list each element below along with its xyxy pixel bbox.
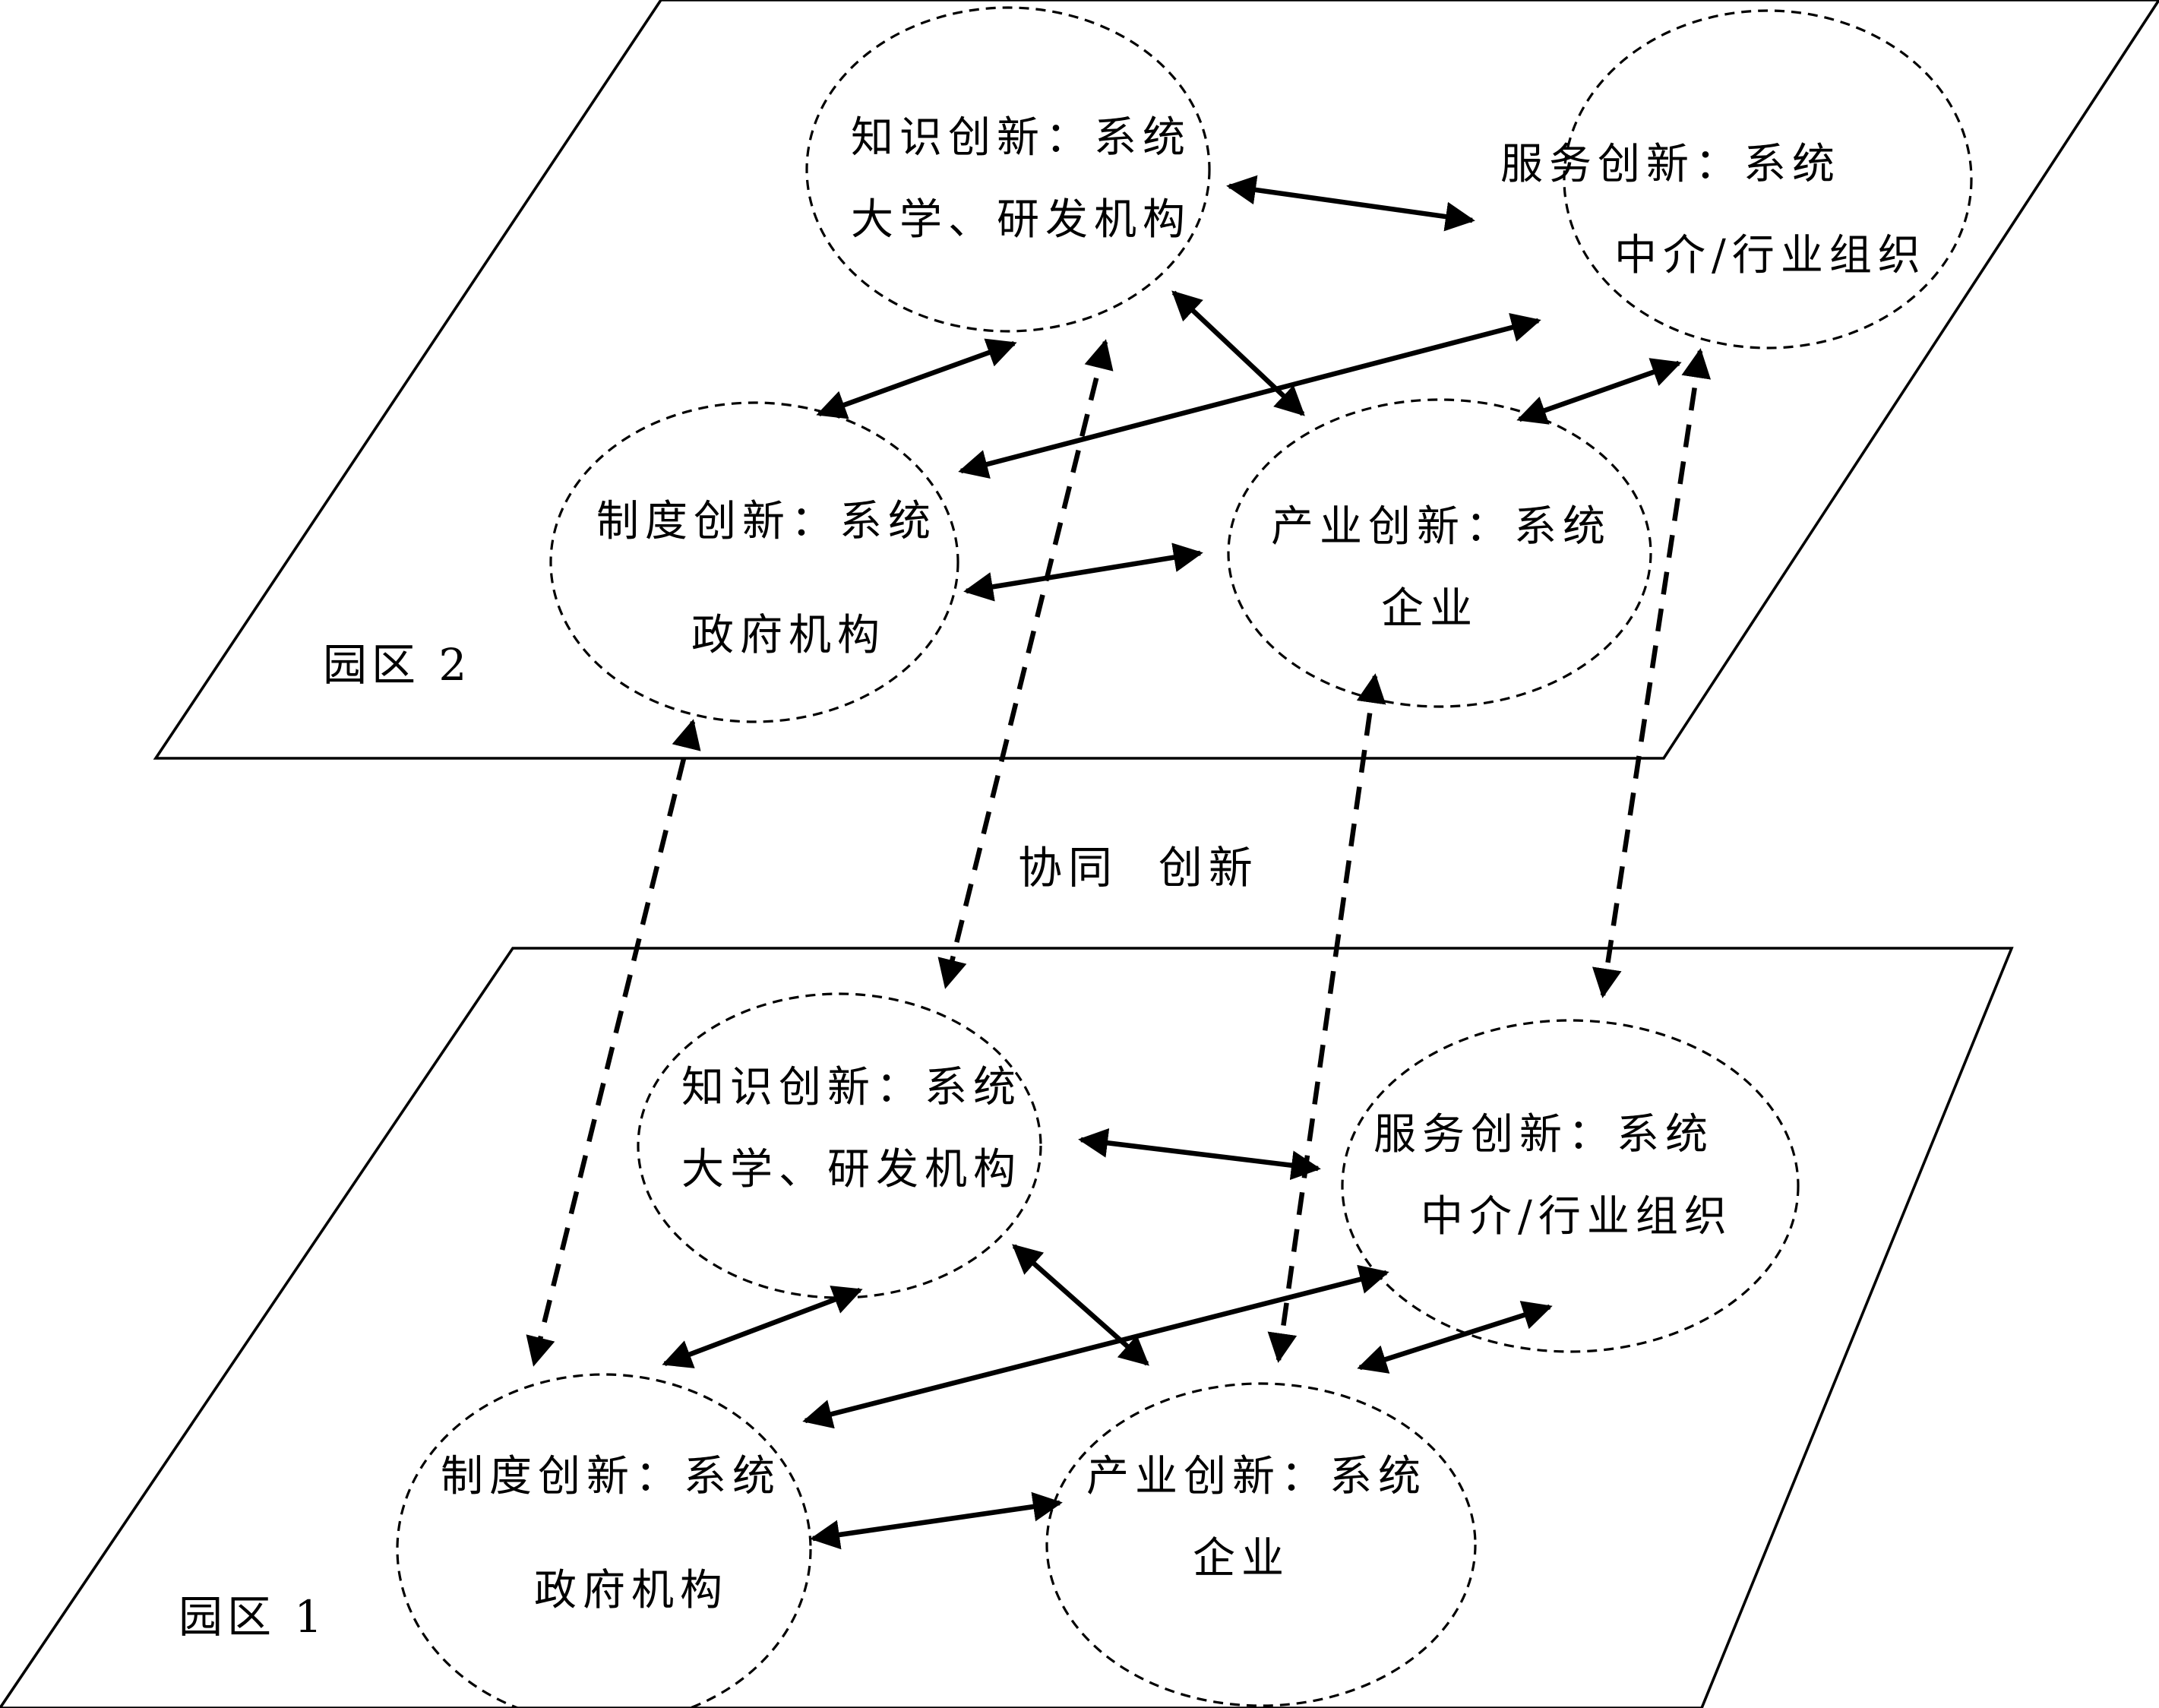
park-1-institution-industry-arrow — [810, 1491, 1063, 1550]
industry-cross-park-arrow — [1267, 673, 1386, 1363]
park-1-institution-actors: 政府机构 — [534, 1566, 729, 1615]
park-1-service-title: 服务创新：系统 — [1373, 1110, 1714, 1159]
park-2-industry-title: 产业创新：系统 — [1271, 502, 1611, 552]
park-1-institution-title: 制度创新：系统 — [441, 1452, 781, 1501]
park-1-label: 园区 1 — [179, 1591, 327, 1643]
collaborative-innovation-label: 协同 创新 — [1018, 842, 1259, 894]
park-1-industry-actors: 企业 — [1193, 1534, 1290, 1583]
park-1-service-actors: 中介/行业组织 — [1421, 1192, 1733, 1241]
park-1-knowledge-title: 知识创新：系统 — [681, 1063, 1022, 1112]
park-2-institution-title: 制度创新：系统 — [596, 497, 937, 546]
park-2-service-actors: 中介/行业组织 — [1614, 231, 1927, 280]
park-1-knowledge-actors: 大学、研发机构 — [681, 1145, 1022, 1194]
park-2-institution-actors: 政府机构 — [691, 611, 886, 660]
park-2-knowledge-title: 知识创新：系统 — [851, 113, 1191, 163]
park-1-service-industry-arrow — [1357, 1301, 1553, 1374]
park-2-knowledge-actors: 大学、研发机构 — [851, 195, 1191, 245]
park-2-knowledge-service-arrow — [1226, 175, 1475, 232]
park-2-label: 园区 2 — [323, 639, 471, 691]
service-cross-park-arrow — [1592, 348, 1712, 998]
park-2-service-node — [1563, 9, 1973, 350]
park-2-industry-actors: 企业 — [1381, 584, 1478, 634]
park-2-service-title: 服务创新：系统 — [1500, 140, 1841, 189]
park-1-industry-title: 产业创新：系统 — [1086, 1452, 1427, 1501]
